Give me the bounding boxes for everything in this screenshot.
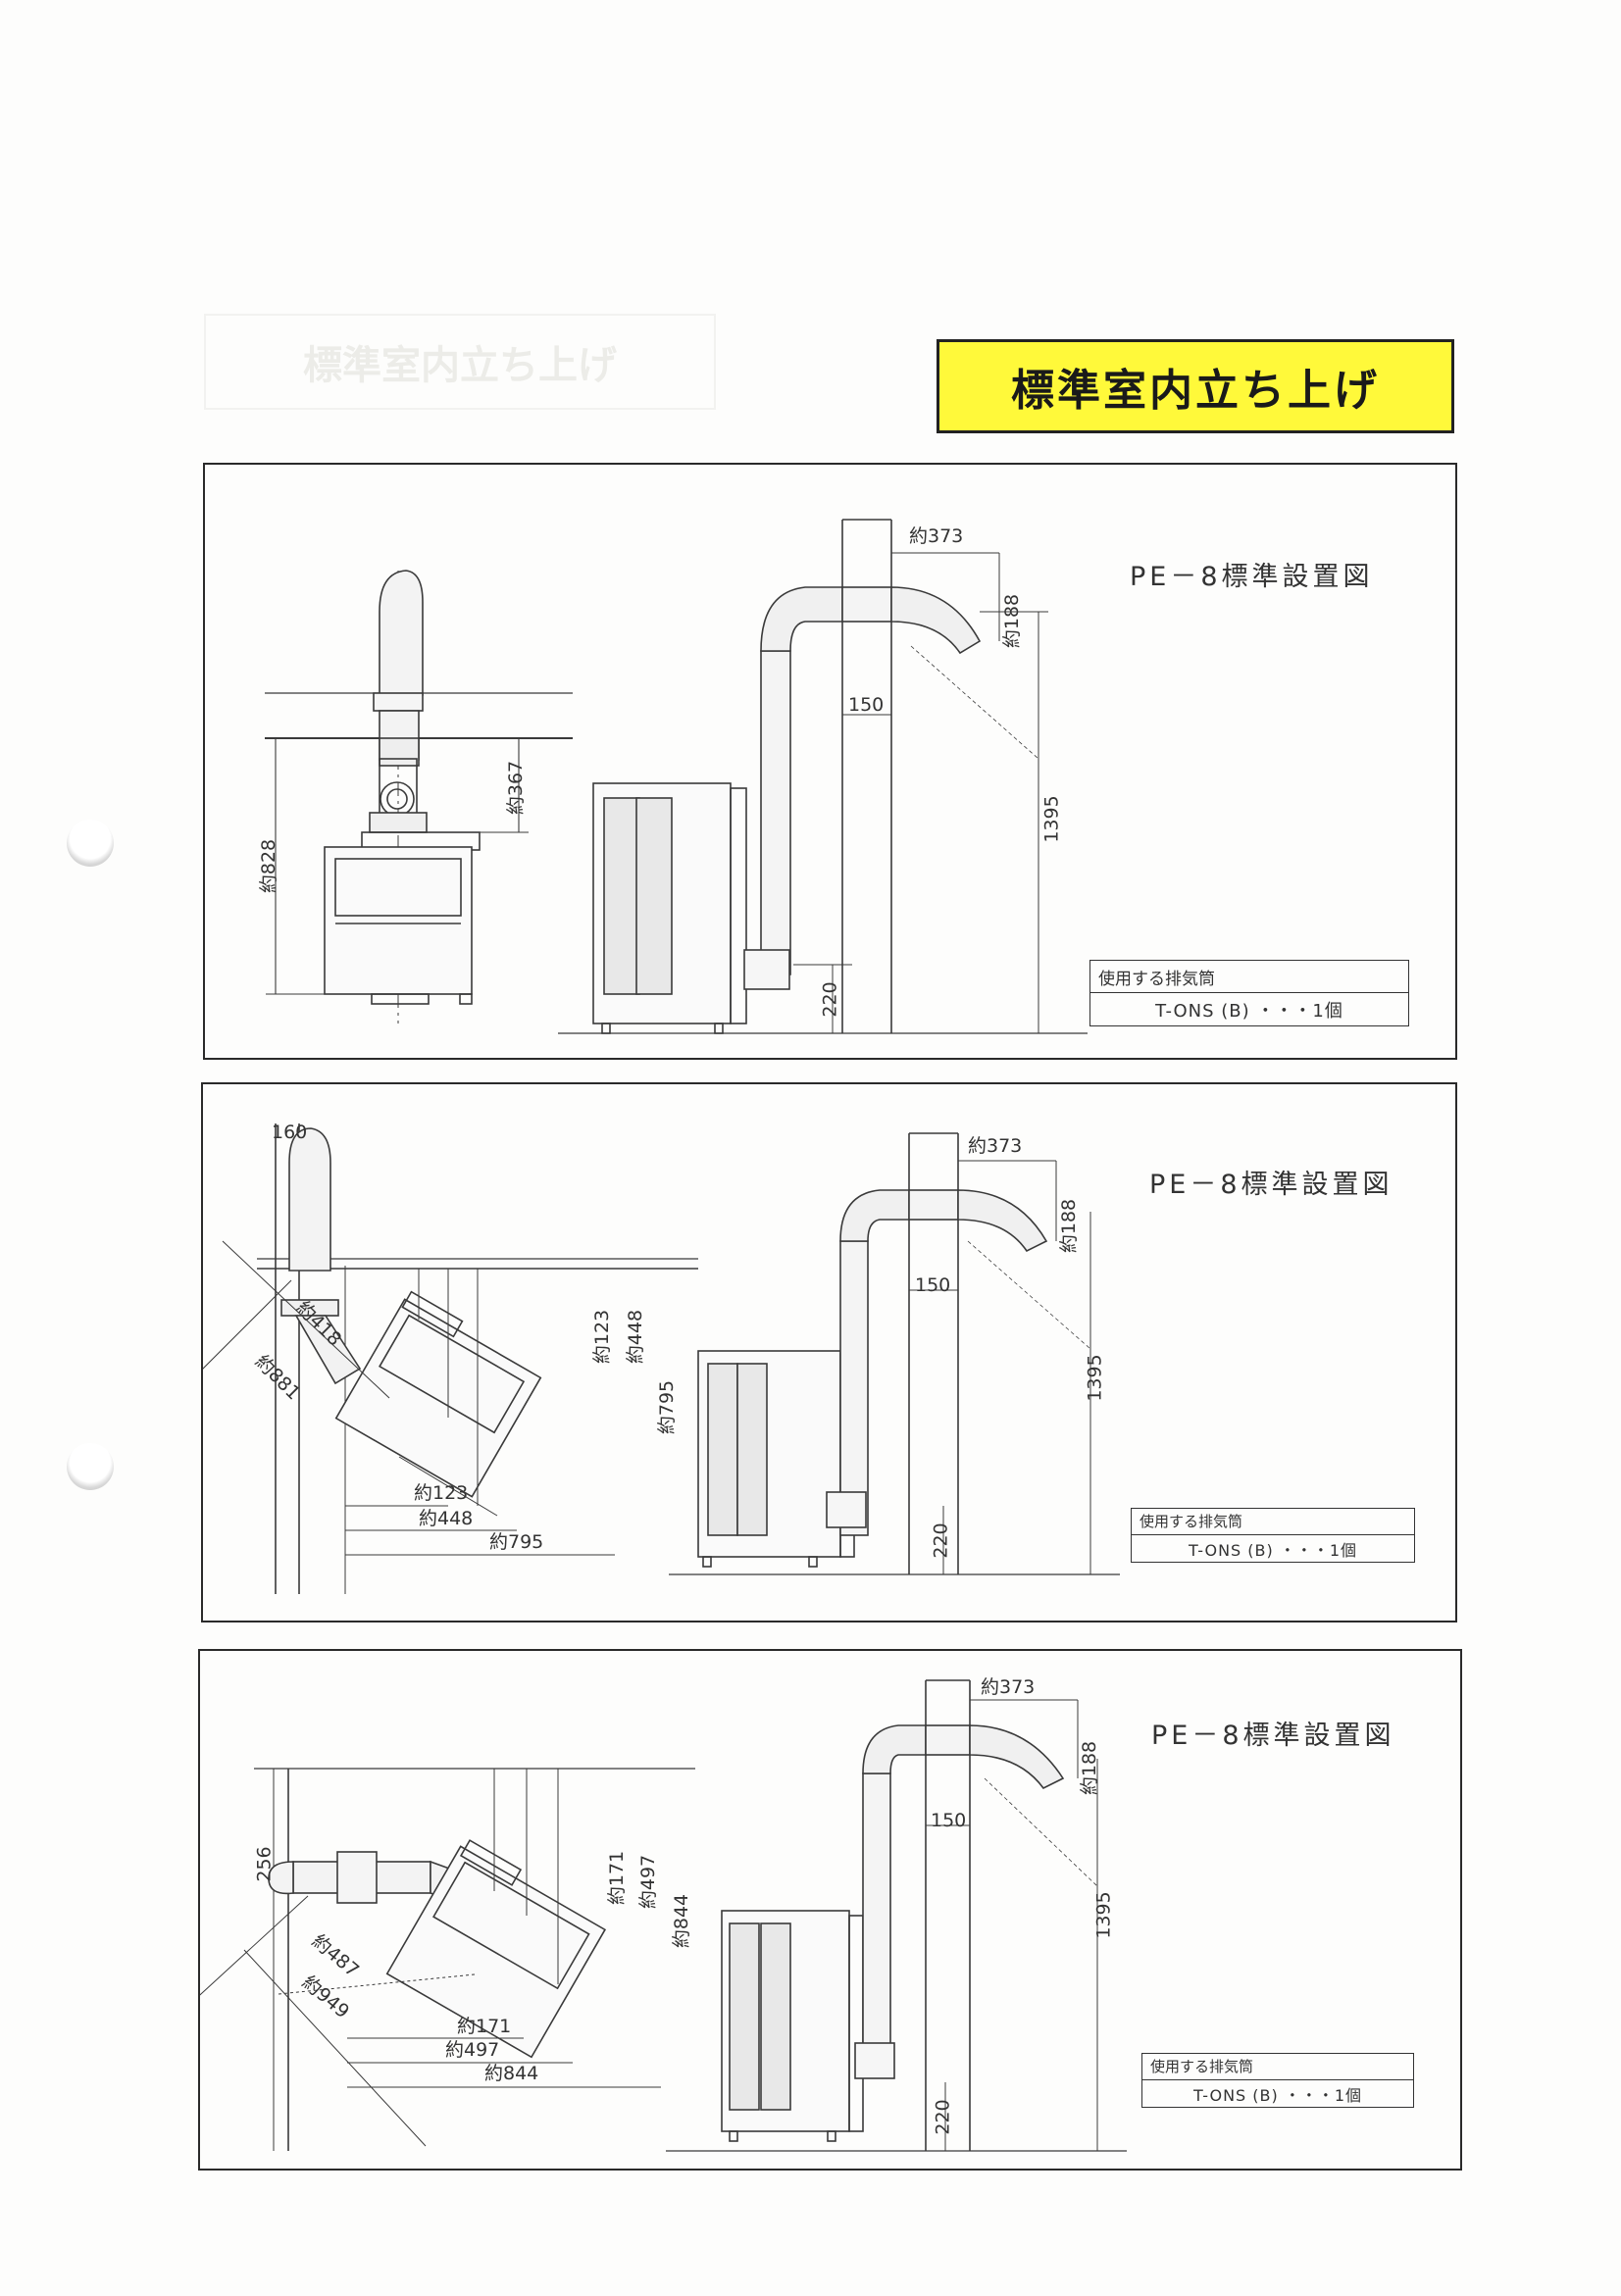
p3-flue-box: 使用する排気筒 T-ONS (B) ・・・1個 (1141, 2053, 1414, 2108)
panel-3: PE－8標準設置図 256 約373 約188 150 1395 220 約48… (198, 1649, 1462, 2171)
p1-dim-188: 約188 (1001, 593, 1024, 649)
p2-dim-448v: 約448 (625, 1309, 647, 1365)
p3-dim-171h: 約171 (457, 2016, 512, 2037)
p1-heading: PE－8標準設置図 (1130, 562, 1374, 592)
panel-2: PE－8標準設置図 160 約373 約188 150 1395 220 約41… (201, 1082, 1457, 1622)
p2-side-view (669, 1132, 1120, 1575)
p3-dim-844h: 約844 (484, 2063, 539, 2084)
p2-dim-795h: 約795 (489, 1531, 544, 1553)
page-title: 標準室内立ち上げ (937, 339, 1454, 433)
p2-dim-373: 約373 (968, 1135, 1023, 1157)
p3-side-view (666, 1679, 1127, 2152)
p1-flue-value: T-ONS (B) ・・・1個 (1155, 1001, 1343, 1022)
p2-dim-448h: 約448 (419, 1508, 474, 1529)
p3-corner-view (200, 1768, 695, 2151)
panel-3-drawing (200, 1679, 1127, 2152)
p2-dim-188: 約188 (1058, 1198, 1081, 1254)
p2-dim-1395: 1395 (1084, 1354, 1106, 1402)
p3-dim-497h: 約497 (445, 2039, 500, 2061)
p1-dim-367: 約367 (505, 760, 528, 816)
ghost-title-bleed: 標準室内立ち上げ (204, 314, 716, 410)
panel-1: PE－8標準設置図 約373 約188 150 1395 220 約828 約3… (203, 463, 1457, 1060)
p3-dim-844v: 約844 (671, 1893, 693, 1949)
p3-dim-220: 220 (932, 2099, 954, 2135)
p1-dim-150: 150 (848, 694, 885, 716)
p3-dim-150: 150 (931, 1810, 967, 1831)
p3-dim-188: 約188 (1079, 1740, 1101, 1796)
p3-heading: PE－8標準設置図 (1151, 1721, 1395, 1751)
p2-dim-150: 150 (915, 1274, 951, 1296)
p2-flue-value: T-ONS (B) ・・・1個 (1188, 1541, 1358, 1560)
p3-dim-1395: 1395 (1092, 1891, 1115, 1939)
p2-flue-box: 使用する排気筒 T-ONS (B) ・・・1個 (1131, 1508, 1415, 1563)
panel-2-drawing (203, 1123, 1120, 1594)
p1-flue-label: 使用する排気筒 (1090, 961, 1408, 993)
p1-dim-220: 220 (819, 981, 841, 1018)
p2-dim-123h: 約123 (414, 1482, 469, 1504)
p2-dim-123v: 約123 (591, 1309, 614, 1365)
p1-side-view (558, 519, 1088, 1034)
p1-dim-1395: 1395 (1040, 795, 1063, 843)
p1-dim-373: 約373 (909, 525, 964, 547)
p1-front-view (265, 570, 573, 1023)
p3-dim-497v: 約497 (637, 1854, 660, 1910)
p3-flue-label: 使用する排気筒 (1142, 2054, 1413, 2080)
p3-dim-171v: 約171 (606, 1850, 629, 1906)
p3-flue-value: T-ONS (B) ・・・1個 (1192, 2086, 1363, 2105)
p2-dim-795v: 約795 (656, 1379, 679, 1435)
p2-dim-160: 160 (272, 1122, 308, 1143)
p3-dim-256: 256 (253, 1846, 276, 1882)
p2-corner-view (203, 1123, 698, 1594)
punch-hole-top (67, 820, 114, 867)
p2-dim-220: 220 (930, 1522, 952, 1559)
p1-dim-828: 約828 (258, 838, 280, 894)
p2-heading: PE－8標準設置図 (1149, 1170, 1393, 1200)
panel-1-drawing (265, 519, 1088, 1034)
p1-flue-box: 使用する排気筒 T-ONS (B) ・・・1個 (1089, 960, 1409, 1026)
p2-flue-label: 使用する排気筒 (1132, 1509, 1414, 1535)
p3-dim-373: 約373 (981, 1676, 1036, 1698)
punch-hole-bottom (67, 1443, 114, 1490)
